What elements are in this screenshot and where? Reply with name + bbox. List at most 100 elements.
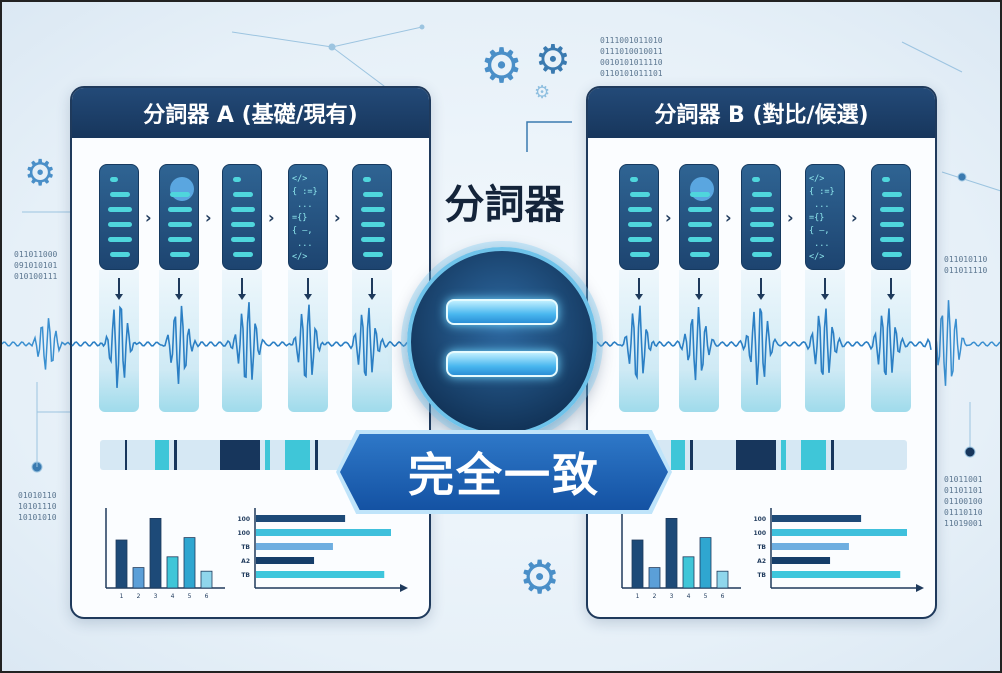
token-card: </> { :=} ... ={} { —, ... </>	[288, 164, 328, 270]
glyph	[363, 192, 383, 197]
token-card	[352, 164, 392, 270]
arrow-down-icon	[821, 278, 828, 300]
arrow-down-icon	[887, 278, 894, 300]
glyph	[108, 207, 132, 212]
arrow-down-icon	[368, 278, 375, 300]
glyph	[690, 252, 710, 257]
token-segment	[801, 440, 826, 470]
tick-label: 100	[237, 516, 250, 523]
glyph	[233, 252, 253, 257]
chevron-right-icon: ›	[334, 208, 341, 227]
token-segment	[690, 440, 693, 470]
glyph	[361, 237, 385, 242]
glyph	[628, 237, 652, 242]
tick-label: 2	[653, 593, 657, 600]
result-banner: 完全一致	[340, 434, 668, 510]
token-column	[741, 270, 781, 412]
glyph	[363, 252, 383, 257]
center-title: 分詞器	[444, 182, 565, 228]
token-segment	[831, 440, 834, 470]
tokenizer-b-panel: 分詞器 B (對比/候選) ›››</> { :=} ... ={} { —, …	[586, 86, 937, 619]
tick-label: 1	[120, 593, 124, 600]
glyph	[168, 207, 192, 212]
glyph	[628, 207, 652, 212]
chevron-right-icon: ›	[665, 208, 672, 227]
token-card	[99, 164, 139, 270]
bar	[772, 571, 901, 578]
glyph	[168, 237, 192, 242]
bar	[256, 515, 346, 522]
glyph	[233, 177, 241, 182]
tick-label: 2	[137, 593, 141, 600]
bar	[166, 556, 179, 589]
tick-label: 100	[237, 530, 250, 537]
chevron-right-icon: ›	[145, 208, 152, 227]
glyph	[628, 222, 652, 227]
glyph	[630, 252, 650, 257]
tick-label: 6	[205, 593, 209, 600]
tick-label: TB	[241, 572, 250, 579]
glyph	[882, 252, 902, 257]
bar	[132, 567, 145, 589]
glyph	[690, 192, 710, 197]
arrow-down-icon	[238, 278, 245, 300]
code-snippet: </> { :=} ... ={} { —, ... </>	[292, 174, 318, 262]
token-segment	[174, 440, 177, 470]
glyph	[108, 222, 132, 227]
glyph	[233, 192, 253, 197]
token-column	[222, 270, 262, 412]
binary-text: 01011001 01101101 01100100 01110110 1101…	[944, 475, 983, 528]
bar	[149, 517, 162, 589]
glyph	[170, 177, 194, 201]
bar	[716, 570, 729, 589]
bar	[682, 556, 695, 589]
token-column	[619, 270, 659, 412]
bar	[256, 543, 333, 550]
token-column	[805, 270, 845, 412]
token-segment	[671, 440, 685, 470]
binary-text: 011011000 091010101 010100111	[14, 250, 58, 281]
bar	[665, 517, 678, 589]
token-column	[288, 270, 328, 412]
panel-title: 分詞器 B (對比/候選)	[588, 88, 935, 138]
token-column	[99, 270, 139, 412]
token-column	[352, 270, 392, 412]
tick-label: 5	[188, 593, 192, 600]
token-segment	[155, 440, 169, 470]
panel-title: 分詞器 A (基礎/現有)	[72, 88, 429, 138]
token-segment	[736, 440, 776, 470]
token-segment	[125, 440, 127, 470]
bar	[200, 570, 213, 589]
gear-icon: ⚙	[480, 38, 524, 94]
arrow-down-icon	[115, 278, 122, 300]
bar	[256, 557, 315, 564]
token-column	[679, 270, 719, 412]
arrow-right-icon	[916, 584, 924, 592]
glyph	[361, 207, 385, 212]
tick-label: TB	[757, 544, 766, 551]
arrow-down-icon	[757, 278, 764, 300]
glyph	[108, 237, 132, 242]
glyph	[880, 207, 904, 212]
glyph	[231, 222, 255, 227]
chevron-right-icon: ›	[268, 208, 275, 227]
binary-text: 011010110 011011110	[944, 255, 988, 275]
glyph	[750, 207, 774, 212]
token-segment	[315, 440, 318, 470]
bar	[183, 537, 196, 589]
glyph	[110, 177, 118, 182]
bar	[631, 539, 644, 589]
tick-label: 3	[154, 593, 158, 600]
token-card	[679, 164, 719, 270]
glyph	[110, 252, 130, 257]
glyph	[231, 207, 255, 212]
arrow-down-icon	[635, 278, 642, 300]
bar	[648, 567, 661, 589]
code-snippet: </> { :=} ... ={} { —, ... </>	[809, 174, 835, 262]
glyph	[630, 192, 650, 197]
token-segment	[220, 440, 260, 470]
tick-label: 3	[670, 593, 674, 600]
glyph	[170, 192, 190, 197]
